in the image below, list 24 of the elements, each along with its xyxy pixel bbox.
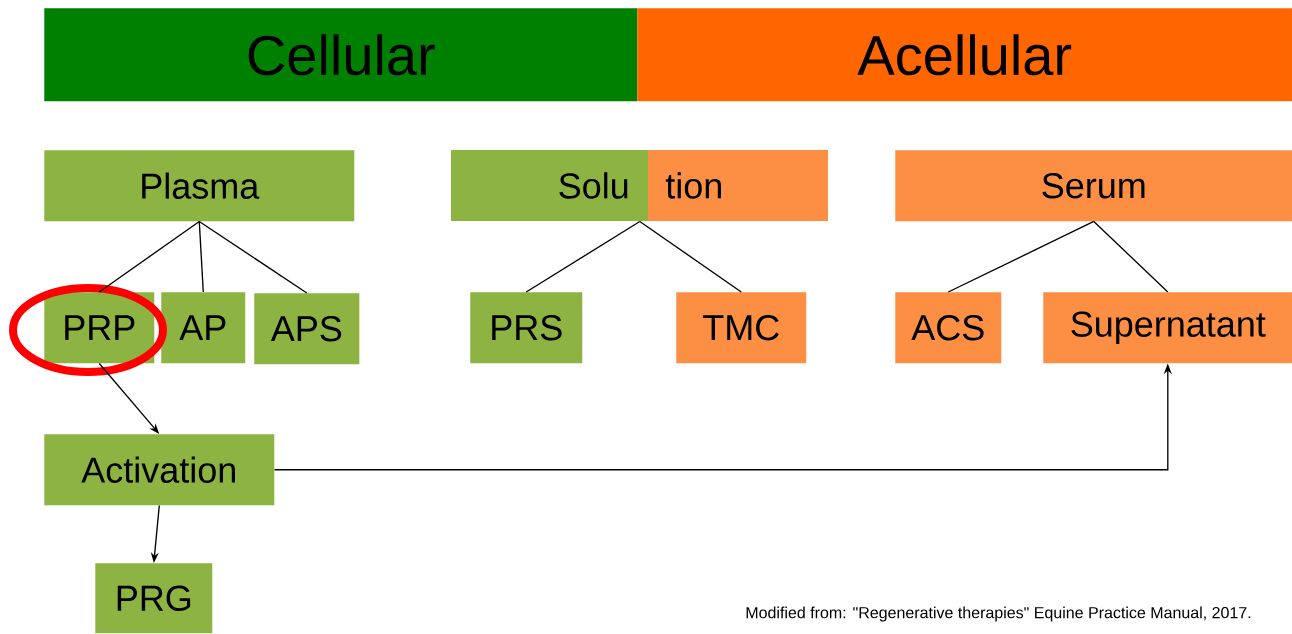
node-label: tion bbox=[665, 172, 721, 199]
split-box: Solu tion bbox=[451, 150, 828, 221]
product-box: ACS bbox=[895, 292, 1002, 364]
connector-line bbox=[98, 220, 200, 293]
band: Acellular bbox=[637, 8, 1292, 102]
product-box: APS bbox=[254, 293, 360, 365]
node-label: PRP bbox=[65, 315, 135, 341]
connector-line bbox=[1093, 220, 1169, 293]
connector-line bbox=[198, 220, 204, 293]
caption: Modified from: "Regenerative therapies" Equine Practice Manual, 2017. bbox=[746, 606, 1251, 622]
product-box: PRG bbox=[95, 563, 213, 634]
category-box: Serum bbox=[895, 150, 1292, 222]
connector-line bbox=[525, 220, 641, 293]
category-box: Plasma bbox=[44, 150, 355, 222]
band: Cellular bbox=[44, 8, 638, 102]
product-box: PRS bbox=[470, 292, 583, 364]
product-box: AP bbox=[161, 292, 246, 364]
product-box: PRP bbox=[44, 292, 155, 364]
product-box: TMC bbox=[676, 292, 807, 364]
connector-line bbox=[639, 220, 742, 293]
product-box: Supernatant bbox=[1043, 292, 1292, 364]
process-box: Activation bbox=[44, 434, 275, 506]
connector-line bbox=[198, 220, 308, 294]
connector-line bbox=[947, 220, 1095, 293]
